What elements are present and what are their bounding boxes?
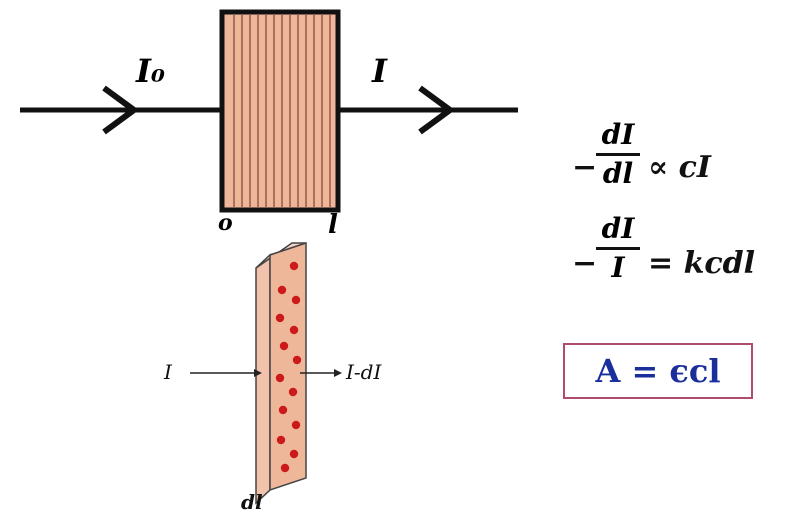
slice-input-label: I bbox=[164, 360, 172, 384]
eq1-fraction-bar bbox=[596, 153, 640, 156]
beer-lambert-law: A = ϵcl bbox=[595, 352, 720, 390]
eq1-denominator: dl bbox=[603, 157, 633, 191]
eq1-minus: − bbox=[572, 150, 597, 185]
slice-face bbox=[270, 243, 306, 490]
particle-dot bbox=[280, 342, 288, 350]
eq2-fraction-bar bbox=[596, 247, 640, 250]
beer-lambert-law-box: A = ϵcl bbox=[563, 343, 753, 399]
transmitted-intensity-label: I bbox=[372, 52, 387, 90]
particle-dot bbox=[276, 374, 284, 382]
particle-dot bbox=[292, 421, 300, 429]
origin-label: o bbox=[218, 210, 233, 236]
particle-dot bbox=[279, 406, 287, 414]
slice-width-label: dl bbox=[241, 490, 263, 514]
particle-dot bbox=[278, 286, 286, 294]
cuvette bbox=[222, 12, 338, 210]
eq1-fraction: dI dl bbox=[596, 118, 640, 191]
eq2-denominator: I bbox=[611, 251, 624, 285]
slice-output-label: I-dI bbox=[346, 360, 381, 384]
slice-out-arrowhead bbox=[334, 369, 342, 377]
particle-dot bbox=[277, 436, 285, 444]
particle-dot bbox=[290, 326, 298, 334]
particle-dot bbox=[276, 314, 284, 322]
eq2-minus: − bbox=[572, 246, 597, 281]
eq2-fraction: dI I bbox=[596, 212, 640, 285]
eq1-rhs: ∝ cI bbox=[648, 150, 711, 185]
particle-dot bbox=[290, 450, 298, 458]
particle-dot bbox=[281, 464, 289, 472]
particle-dot bbox=[293, 356, 301, 364]
eq2-numerator: dI bbox=[602, 212, 635, 246]
path-length-label: l bbox=[328, 210, 338, 240]
particle-dot bbox=[292, 296, 300, 304]
eq1-numerator: dI bbox=[602, 118, 635, 152]
eq2-rhs: = kcdl bbox=[648, 246, 755, 281]
slice-side bbox=[256, 255, 270, 503]
particle-dot bbox=[289, 388, 297, 396]
particle-dot bbox=[290, 262, 298, 270]
incident-intensity-label: I₀ bbox=[136, 52, 165, 90]
